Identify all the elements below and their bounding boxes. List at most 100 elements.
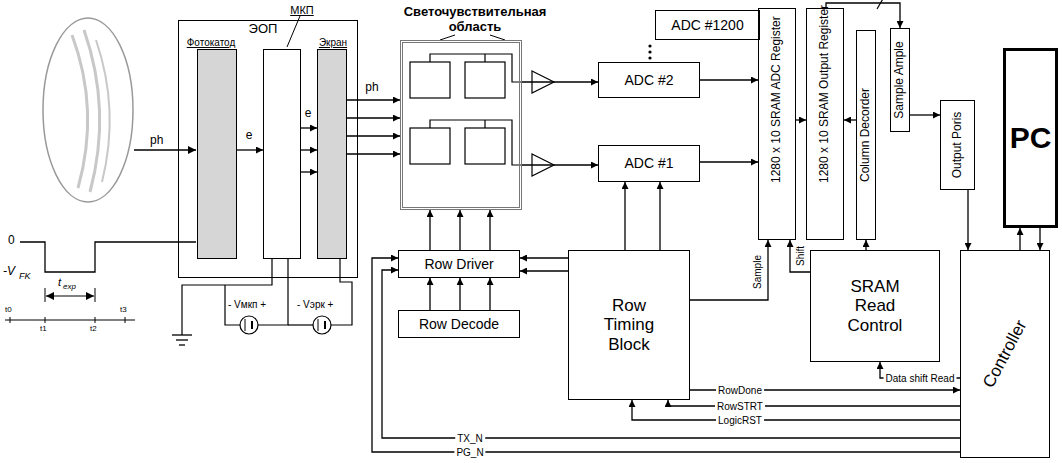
screen-wire	[331, 258, 352, 325]
battery-symbol	[313, 316, 331, 334]
signal-connector	[347, 117, 400, 118]
adc-box: ADC #1200	[655, 10, 760, 40]
box-label: Controller	[964, 288, 1047, 421]
time-label: t3	[120, 306, 127, 314]
supply-label: - Vэрк +	[297, 300, 333, 310]
signal-connector	[624, 182, 625, 250]
lens	[43, 18, 133, 202]
tick	[45, 317, 46, 323]
box-label: ADC #1	[624, 155, 673, 171]
signal-connector	[700, 161, 758, 162]
signal-connector	[347, 153, 400, 154]
signal-connector	[632, 400, 960, 420]
time-label: t1	[40, 325, 47, 333]
part-heading: Фотокатод	[180, 37, 242, 49]
tick	[45, 288, 46, 302]
signal-label: TX_N	[455, 433, 485, 444]
time-subscript: exp	[63, 283, 76, 291]
ground-symbol	[172, 334, 192, 335]
mcp-plate: МКП	[263, 49, 301, 259]
box-label: Sample Ample	[893, 30, 907, 130]
tick	[95, 317, 96, 323]
sram-register: 1280 x 10 SRAM ADC Register	[758, 8, 796, 240]
signal-label: Sample	[752, 253, 763, 291]
battery-symbol	[240, 316, 258, 334]
signal-connector	[796, 119, 806, 120]
column-wire	[430, 54, 522, 82]
lens-hatch	[96, 40, 110, 182]
signal-connector	[659, 182, 660, 250]
signal-connector	[459, 210, 460, 250]
battery-symbol	[245, 319, 246, 331]
signal-connector	[522, 81, 598, 82]
time-label: t	[58, 277, 61, 288]
ground-symbol	[179, 344, 185, 345]
ellipsis-dot	[648, 44, 651, 47]
box-label: PC	[1010, 121, 1052, 156]
row-decode: Row Decode	[398, 310, 520, 338]
ellipsis-dot	[648, 50, 651, 53]
timing-block: Row Timing Block	[568, 250, 690, 400]
signal-connector	[910, 114, 940, 115]
controller-box: Controller	[960, 250, 1050, 458]
voltage-subscript: FK	[19, 272, 31, 281]
box-label: 1280 x 10 SRAM ADC Register	[770, 65, 784, 183]
signal-connector	[700, 79, 758, 80]
signal-connector	[301, 149, 317, 150]
signal-connector	[489, 210, 490, 250]
signal-connector	[347, 135, 400, 136]
signal-connector	[967, 190, 968, 250]
signal-label: Data shift Read	[884, 373, 957, 384]
signal-connector	[1039, 228, 1040, 250]
signal-label: RowDone	[716, 385, 764, 396]
part-heading: МКП	[282, 4, 322, 17]
ground-wire	[182, 258, 272, 335]
signal-connector	[459, 278, 460, 310]
signal-connector	[522, 164, 598, 165]
adc-box: ADC #1	[598, 145, 700, 182]
signal-connector	[429, 210, 430, 250]
signal-label: Shift	[795, 244, 806, 268]
signal-connector	[301, 171, 317, 172]
signal-connector	[301, 127, 317, 128]
pixel-square	[410, 128, 450, 164]
box-label: ADC #1200	[671, 17, 743, 33]
photosensitive-area: Светочувствительная область	[400, 40, 522, 210]
tick	[10, 317, 11, 323]
supply-label: - Vмкп +	[228, 300, 266, 310]
signal-label: e	[303, 107, 314, 120]
signal-connector	[668, 400, 960, 406]
signal-connector	[237, 149, 263, 150]
ground-symbol	[176, 339, 188, 340]
box-label: Row Timing Block	[589, 296, 669, 355]
signal-label: ph	[363, 81, 380, 94]
part-heading: Экран	[311, 37, 355, 49]
lens-hatch	[84, 30, 100, 192]
signal-label: LogicRST	[716, 415, 764, 426]
screen-wire	[288, 324, 313, 325]
box-label: Output Poris	[951, 102, 965, 188]
voltage-label: -V	[3, 265, 15, 277]
pixel-square	[465, 62, 505, 98]
signal-connector	[489, 278, 490, 310]
photocathode-plate: Фотокатод	[197, 49, 237, 259]
box-label: 1280 x 10 SRAM Output Register	[818, 65, 832, 183]
output-port: Output Poris	[940, 100, 975, 190]
part-heading: Светочувствительная область	[399, 5, 551, 35]
signal-label: e	[244, 129, 255, 142]
sram-register: 1280 x 10 SRAM Output Register	[806, 8, 844, 240]
time-label: t0	[5, 306, 12, 314]
battery-symbol	[251, 321, 253, 329]
column-decoder: Column Decorder	[856, 30, 876, 240]
level-label: 0	[8, 234, 15, 246]
box-label: SRAM Read Control	[835, 277, 915, 336]
signal-connector	[347, 99, 400, 100]
pixel-square	[410, 62, 450, 98]
signal-connector	[429, 278, 430, 310]
signal-connector	[520, 270, 568, 271]
signal-connector	[826, 3, 900, 28]
signal-connector	[865, 240, 866, 250]
lens-hatch	[72, 35, 88, 188]
signal-connector	[520, 257, 568, 258]
